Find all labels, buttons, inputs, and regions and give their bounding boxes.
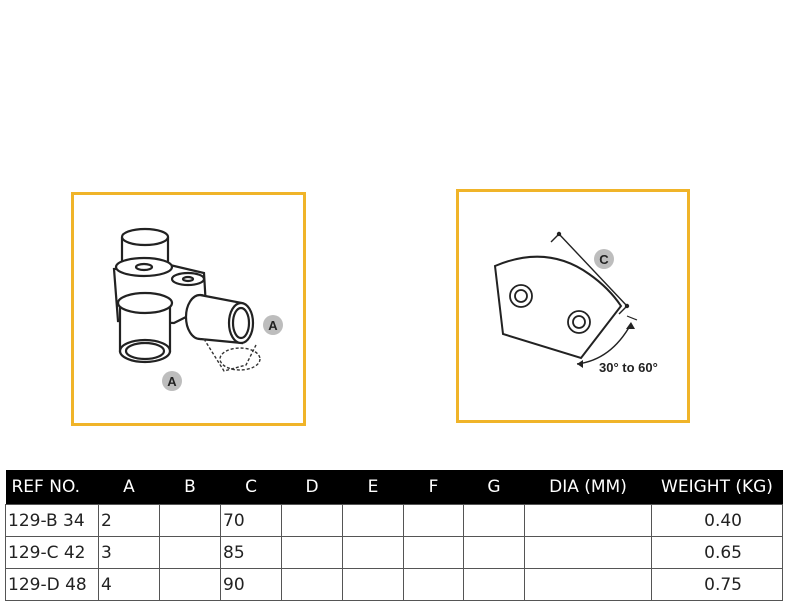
cell-g — [463, 568, 525, 601]
callout-a-side: A — [263, 315, 283, 335]
cell-weight: 0.65 — [651, 536, 783, 569]
plate-illustration-frame: C 30° to 60° — [456, 189, 690, 423]
cell-d — [281, 504, 343, 537]
cell-d — [281, 568, 343, 601]
cell-b — [159, 568, 221, 601]
svg-text:A: A — [167, 374, 177, 389]
col-header-g: G — [463, 470, 525, 505]
col-header-e: E — [342, 470, 404, 505]
col-header-weight: WEIGHT (KG) — [651, 470, 783, 505]
cell-a: 3 — [98, 536, 160, 569]
swivel-tee-drawing: A A — [112, 227, 283, 391]
svg-text:C: C — [599, 252, 609, 267]
cell-weight: 0.75 — [651, 568, 783, 601]
fitting-illustration-frame: A A — [71, 192, 306, 426]
col-header-d: D — [281, 470, 343, 505]
cell-ref: 129-B 34 — [5, 504, 99, 537]
cell-dia — [524, 568, 652, 601]
svg-text:A: A — [268, 318, 278, 333]
cell-f — [403, 568, 464, 601]
table-header-row: REF NO. A B C D E F G DIA (MM) WEIGHT (K… — [5, 470, 783, 505]
table-row: 129-D 48 4 90 0.75 — [5, 568, 783, 601]
cell-f — [403, 536, 464, 569]
cell-c: 85 — [220, 536, 282, 569]
cell-dia — [524, 504, 652, 537]
col-header-b: B — [159, 470, 221, 505]
cell-b — [159, 536, 221, 569]
cell-g — [463, 504, 525, 537]
cell-ref: 129-D 48 — [5, 568, 99, 601]
table-row: 129-B 34 2 70 0.40 — [5, 504, 783, 537]
cell-e — [342, 568, 404, 601]
col-header-c: C — [220, 470, 282, 505]
cell-b — [159, 504, 221, 537]
cell-c: 90 — [220, 568, 282, 601]
cell-a: 4 — [98, 568, 160, 601]
angled-plate-drawing: C 30° to 60° — [493, 231, 658, 375]
dimension-c-label: C — [594, 249, 614, 269]
cell-d — [281, 536, 343, 569]
table-row: 129-C 42 3 85 0.65 — [5, 536, 783, 569]
cell-dia — [524, 536, 652, 569]
cell-e — [342, 536, 404, 569]
cell-f — [403, 504, 464, 537]
col-header-a: A — [98, 470, 160, 505]
col-header-dia: DIA (MM) — [524, 470, 652, 505]
angle-range-label: 30° to 60° — [599, 360, 658, 375]
callout-a-bottom: A — [162, 371, 182, 391]
cell-c: 70 — [220, 504, 282, 537]
cell-ref: 129-C 42 — [5, 536, 99, 569]
spec-table: REF NO. A B C D E F G DIA (MM) WEIGHT (K… — [5, 470, 783, 601]
cell-weight: 0.40 — [651, 504, 783, 537]
cell-g — [463, 536, 525, 569]
cell-a: 2 — [98, 504, 160, 537]
col-header-f: F — [403, 470, 464, 505]
col-header-ref: REF NO. — [5, 470, 99, 505]
cell-e — [342, 504, 404, 537]
